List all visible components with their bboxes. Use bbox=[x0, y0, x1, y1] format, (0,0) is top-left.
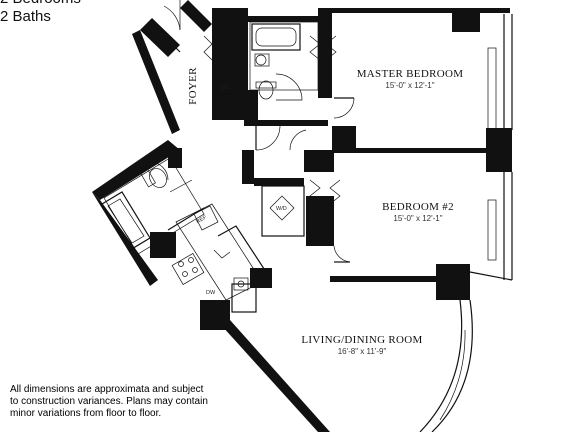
washer-dryer-label: W/D bbox=[276, 206, 287, 212]
washer-dryer: W/D bbox=[269, 195, 295, 221]
master-bedroom-label: MASTER BEDROOM bbox=[357, 68, 464, 80]
bedroom-2-dims: 15'-0" x 12'-1" bbox=[393, 214, 442, 223]
foyer-label: FOYER bbox=[187, 67, 199, 105]
bedroom-count: 2 Bedrooms bbox=[0, 0, 81, 8]
linen-closet: LC bbox=[215, 77, 239, 95]
bedroom-2-label: BEDROOM #2 bbox=[382, 201, 454, 213]
master-bedroom-dims: 15'-0" x 12'-1" bbox=[385, 81, 434, 90]
second-bathroom bbox=[101, 157, 205, 255]
dishwasher-label: DW bbox=[206, 290, 216, 296]
living-dining-room-label: LIVING/DINING ROOM bbox=[301, 334, 422, 346]
linen-closet-label: LC bbox=[222, 85, 229, 91]
refrigerator-label: REF bbox=[195, 214, 208, 225]
master-bathroom bbox=[249, 21, 319, 101]
exterior-walls bbox=[92, 0, 513, 432]
bath-count: 2 Baths bbox=[0, 8, 51, 25]
kitchen: REF DW bbox=[167, 203, 271, 301]
disclaimer-text: All dimensions are approximata and subje… bbox=[10, 384, 208, 419]
doors bbox=[149, 0, 355, 263]
closet-doors bbox=[203, 35, 341, 259]
living-dining-room-dims: 16'-8" x 11'-9" bbox=[338, 347, 387, 356]
